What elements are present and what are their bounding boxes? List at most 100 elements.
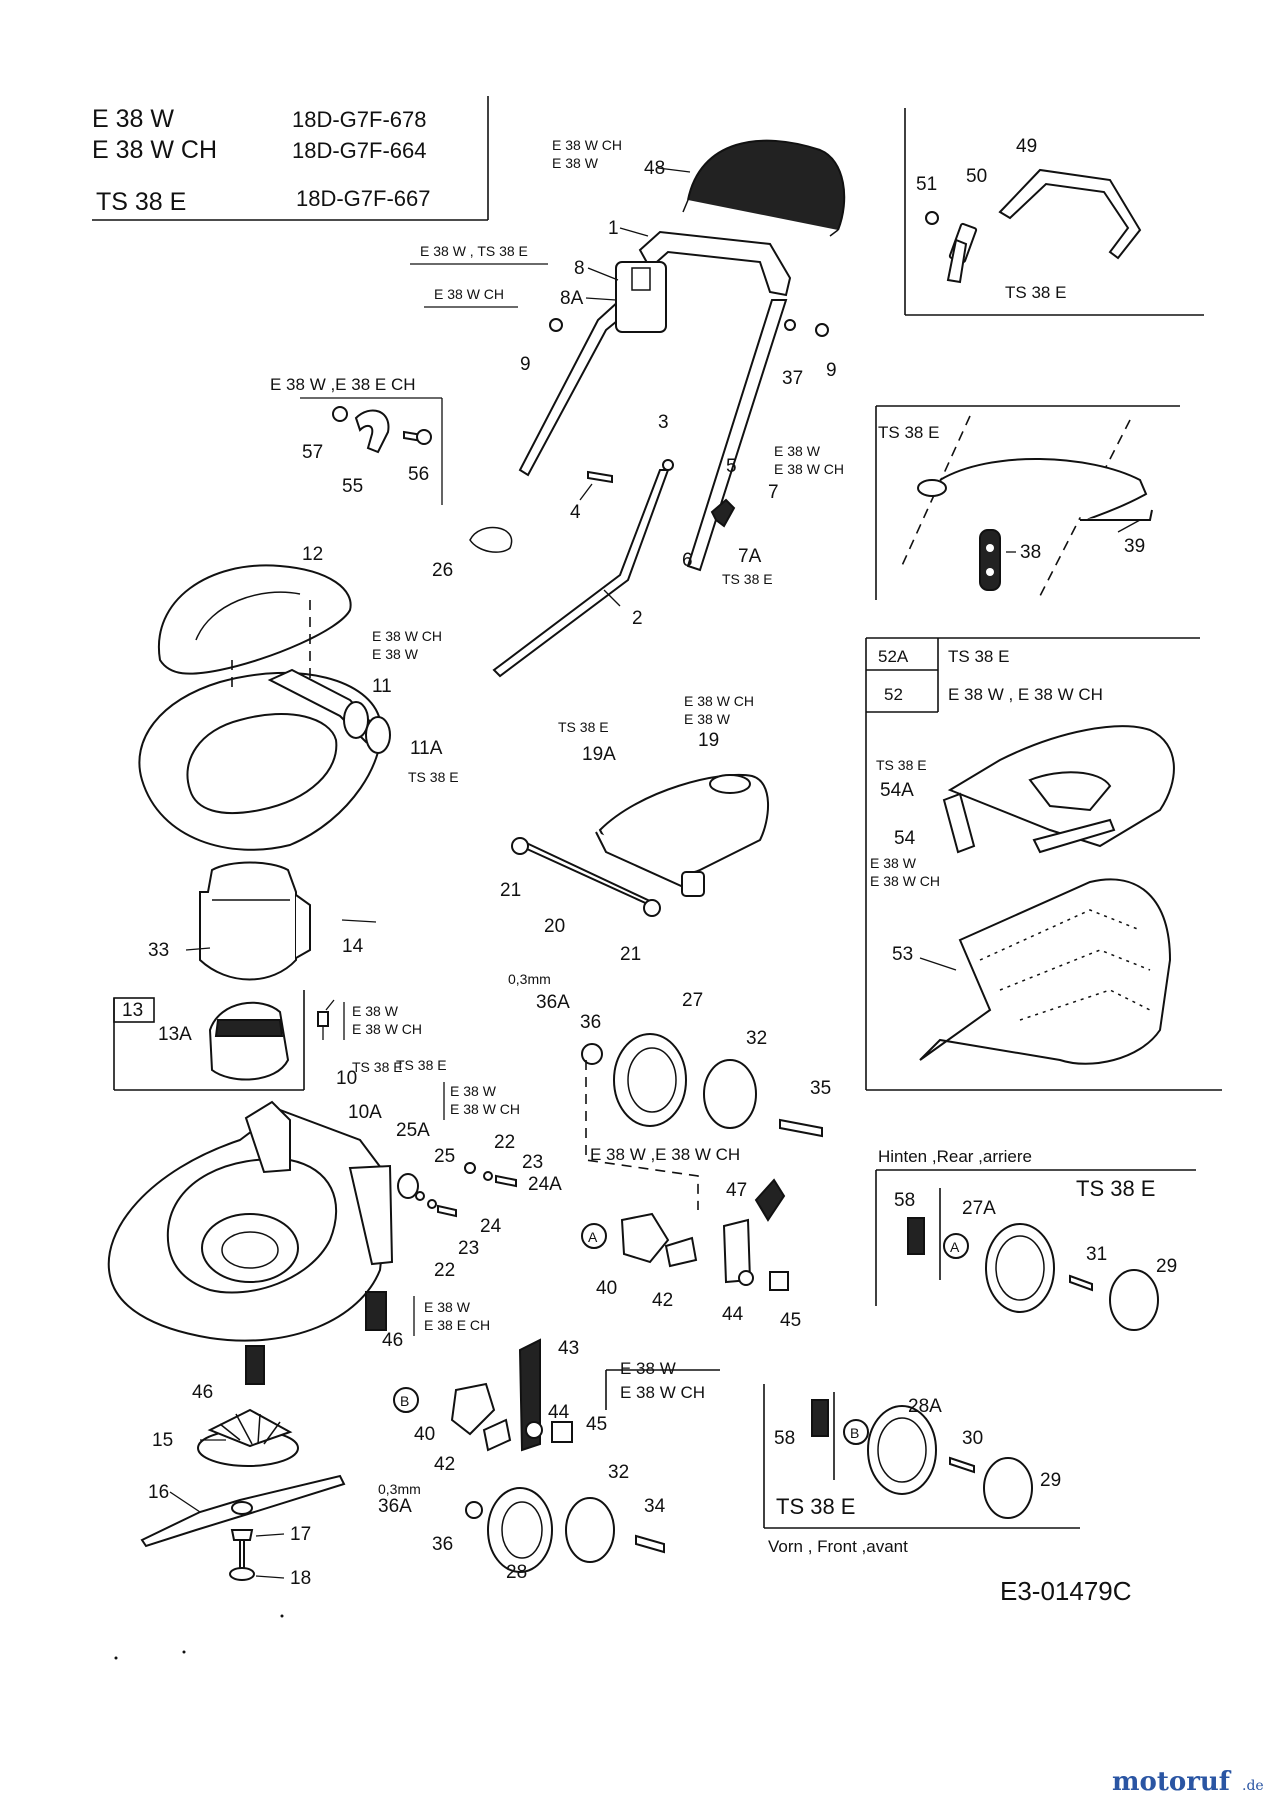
callout-42: 42 (434, 1454, 455, 1475)
leader-lines (169, 167, 1141, 1579)
callout-48: 48 (644, 158, 665, 179)
cover-assembly (138, 564, 391, 851)
callout-labels: 1 2 3 4 5 6 7 7A TS 38 E E 38 W E 38 W C… (122, 136, 1177, 1589)
callout-19: 19 (698, 730, 719, 751)
callout-40: 40 (596, 1278, 617, 1299)
variant-label: E 38 W , E 38 W CH (948, 685, 1103, 704)
callout-1: 1 (608, 218, 619, 239)
ref-letter: B (400, 1393, 409, 1409)
variant-label: E 38 W CH (372, 628, 442, 644)
callout-49: 49 (1016, 136, 1037, 157)
callout-4: 4 (570, 502, 581, 523)
callout-46: 46 (382, 1330, 403, 1351)
variant-label: 0,3mm (378, 1481, 421, 1497)
model-code: 18D-G7F-664 (292, 138, 427, 163)
callout-56: 56 (408, 464, 429, 485)
callout-53: 53 (892, 944, 913, 965)
callout-34: 34 (644, 1496, 666, 1517)
variant-label: E 38 W CH (774, 461, 844, 477)
model-code: 18D-G7F-678 (292, 107, 427, 132)
callout-58: 58 (774, 1428, 795, 1449)
rear-wheels-ts38e: Hinten ,Rear ,arriere TS 38 E A (875, 1147, 1196, 1331)
callout-7: 7 (768, 482, 779, 503)
variant-label: E 38 W (684, 711, 731, 727)
callout-11: 11 (372, 676, 392, 697)
callout-32: 32 (608, 1462, 629, 1483)
callout-8a: 8A (560, 288, 584, 309)
callout-39: 39 (1124, 536, 1145, 557)
variant-label: E 38 W (620, 1359, 676, 1378)
callout-11a: 11A (410, 738, 443, 759)
clamp-parts (332, 406, 432, 454)
model-code: 18D-G7F-667 (296, 186, 431, 211)
callout-33: 33 (148, 940, 169, 961)
callout-5: 5 (726, 456, 737, 477)
ts38e-handle-detail: TS 38 E (875, 405, 1180, 600)
variant-label: E 38 W (424, 1299, 471, 1315)
callout-45: 45 (780, 1310, 801, 1331)
variant-label: E 38 W CH (434, 286, 504, 302)
callout-36: 36 (580, 1012, 601, 1033)
callout-31: 31 (1086, 1244, 1107, 1265)
callout-42: 42 (652, 1290, 673, 1311)
model-name: E 38 W (92, 105, 174, 133)
callout-51: 51 (916, 174, 937, 195)
callout-16: 16 (148, 1482, 169, 1503)
callout-24: 24 (480, 1216, 502, 1237)
deck-assembly (107, 1100, 394, 1385)
watermark-tld: .de (1242, 1778, 1264, 1794)
variant-label: E 38 W (450, 1083, 497, 1099)
handle-assembly (469, 139, 846, 678)
callout-54a: 54A (880, 780, 914, 801)
callout-30: 30 (962, 1428, 983, 1449)
callout-2: 2 (632, 608, 643, 629)
callout-23: 23 (522, 1152, 543, 1173)
callout-27a: 27A (962, 1198, 996, 1219)
variant-label: TS 38 E (776, 1494, 855, 1519)
callout-45: 45 (586, 1414, 607, 1435)
callout-28a: 28A (908, 1396, 942, 1417)
variant-label: E 38 W (372, 646, 419, 662)
callout-7a: 7A (738, 546, 762, 567)
callout-9: 9 (520, 354, 531, 375)
variant-label: E 38 W ,E 38 E CH (270, 375, 416, 394)
axle-small-parts (397, 1162, 517, 1218)
blade-assembly (140, 1408, 346, 1581)
variant-label: TS 38 E (948, 647, 1009, 666)
callout-47: 47 (726, 1180, 747, 1201)
ref-letter: A (950, 1239, 960, 1255)
callout-36a: 36A (536, 992, 570, 1013)
callout-8: 8 (574, 258, 585, 279)
rear-caption: Hinten ,Rear ,arriere (878, 1147, 1032, 1166)
variant-label: TS 38 E (408, 769, 459, 785)
callout-38: 38 (1020, 542, 1041, 563)
callout-17: 17 (290, 1524, 311, 1545)
callout-29: 29 (1040, 1470, 1061, 1491)
variant-label: TS 38 E (878, 423, 939, 442)
catcher-lid (511, 774, 769, 917)
callout-6: 6 (682, 550, 693, 571)
callout-55: 55 (342, 476, 363, 497)
callout-44: 44 (548, 1402, 570, 1423)
callout-35: 35 (810, 1078, 831, 1099)
callout-40: 40 (414, 1424, 435, 1445)
callout-10: 10 (336, 1068, 357, 1089)
callout-18: 18 (290, 1568, 311, 1589)
drawing-code: E3-01479C (1000, 1576, 1132, 1606)
height-adjuster-front: B 0,3mm E 38 W E 38 W CH (378, 1338, 720, 1573)
callout-22: 22 (434, 1260, 455, 1281)
callout-37: 37 (782, 368, 803, 389)
variant-label: E 38 W (774, 443, 821, 459)
callout-44: 44 (722, 1304, 744, 1325)
callout-43: 43 (558, 1338, 579, 1359)
callout-29: 29 (1156, 1256, 1177, 1277)
height-adjuster-rear: A (581, 1178, 789, 1291)
callout-36a: 36A (378, 1496, 412, 1517)
front-caption: Vorn , Front ,avant (768, 1537, 908, 1556)
variant-code: 52A (878, 647, 909, 666)
variant-label: E 38 W CH (684, 693, 754, 709)
variant-label: E 38 W CH (870, 873, 940, 889)
variant-label: E 38 W CH (552, 137, 622, 153)
callout-58: 58 (894, 1190, 915, 1211)
